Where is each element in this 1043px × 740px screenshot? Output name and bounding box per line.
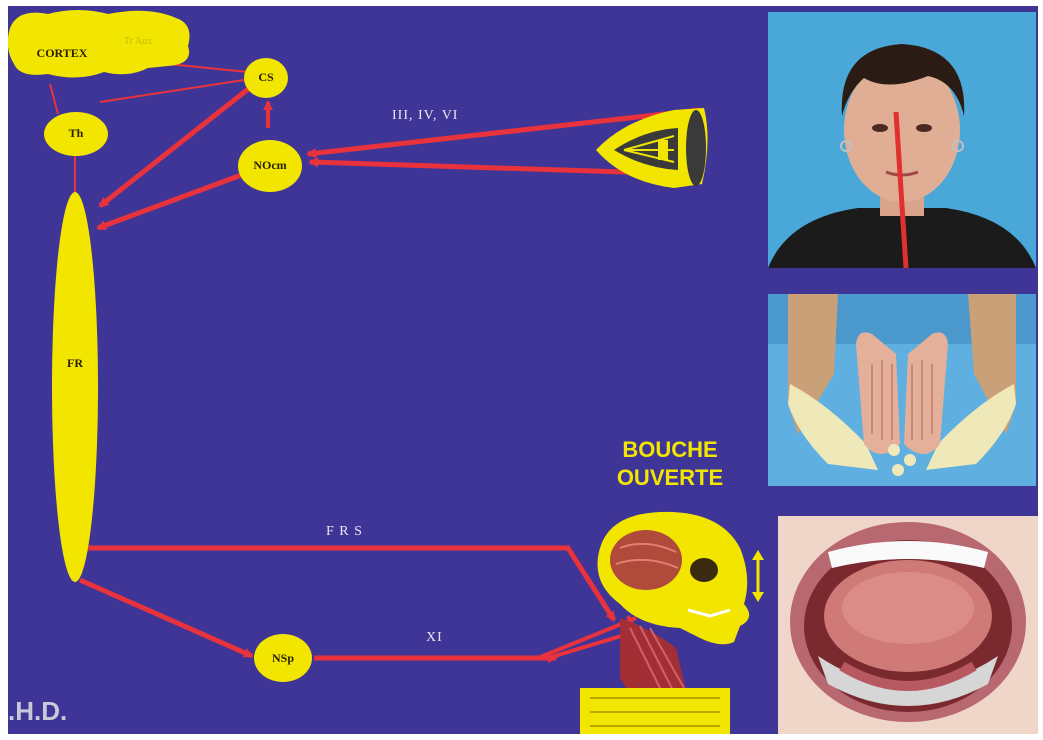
xi-label: XI xyxy=(426,630,443,646)
cortex-label: CORTEX xyxy=(32,46,92,61)
caption-line-1: BOUCHE xyxy=(600,436,740,464)
diagram-slide: CORTEX Tr Aux CS Th NOcm FR NSp III, IV,… xyxy=(8,6,1038,734)
face-illustration xyxy=(768,12,1036,268)
nsp-label: NSp xyxy=(254,651,312,666)
watermark: .H.D. xyxy=(8,696,67,727)
mouth-illustration xyxy=(778,516,1038,734)
eye-illustration xyxy=(594,100,714,200)
cs-label: CS xyxy=(244,70,288,85)
fr-node xyxy=(52,192,98,582)
photo-hands xyxy=(768,294,1036,486)
photo-open-mouth xyxy=(778,516,1038,734)
cortex-faint-label: Tr Aux xyxy=(108,36,168,47)
photo-face-midline xyxy=(768,12,1036,268)
skull-neck-illustration xyxy=(580,508,770,734)
nocm-label: NOcm xyxy=(238,158,302,173)
th-label: Th xyxy=(44,126,108,141)
fr-label: FR xyxy=(52,356,98,371)
eye-nerves-label: III, IV, VI xyxy=(392,108,458,124)
hands-illustration xyxy=(768,294,1036,486)
frs-label: F R S xyxy=(326,524,363,540)
caption: BOUCHE OUVERTE xyxy=(600,436,740,492)
caption-line-2: OUVERTE xyxy=(600,464,740,492)
